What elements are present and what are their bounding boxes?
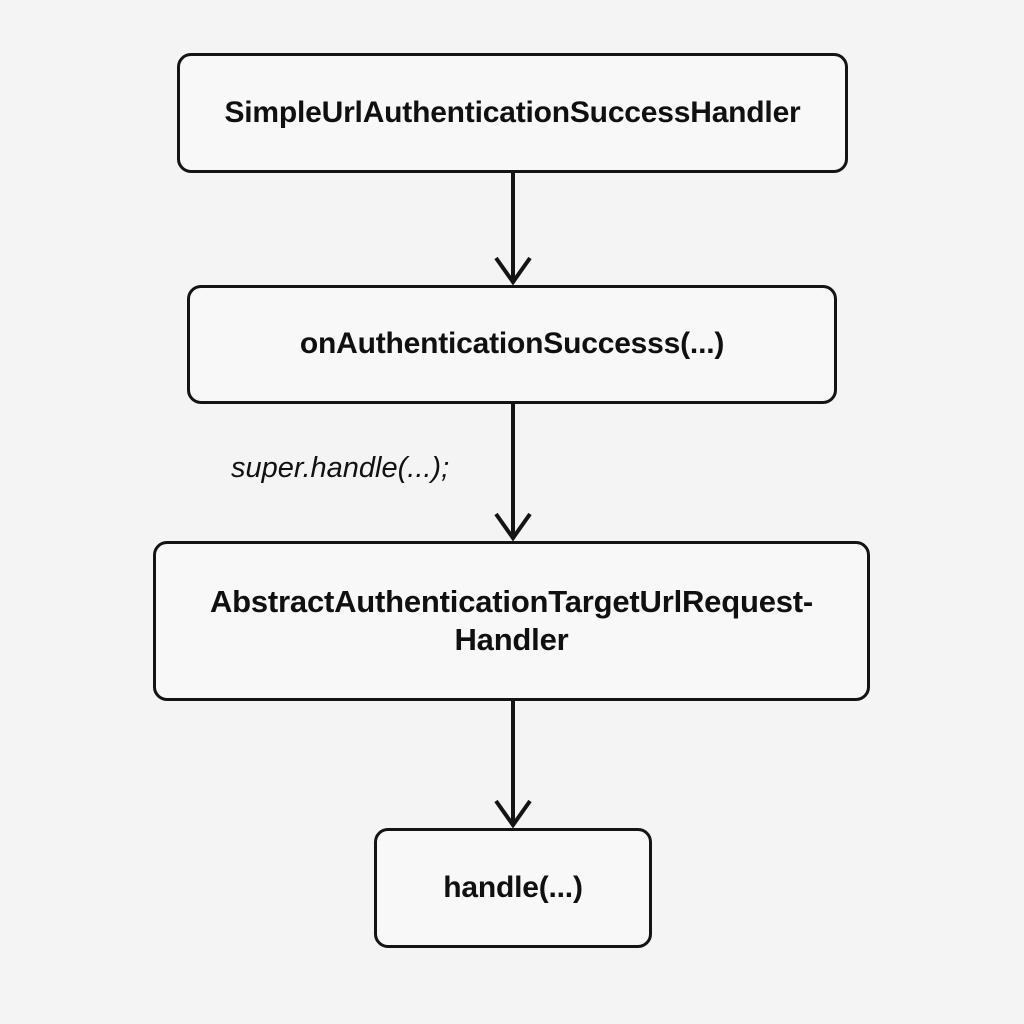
node-label: onAuthenticationSuccesss(...) [299, 327, 725, 361]
node-handle[interactable]: handle(...) [374, 828, 652, 948]
edge-simple-url-to-on-auth-success [494, 173, 532, 286]
node-label: handle(...) [443, 870, 583, 904]
node-label: SimpleUrlAuthenticationSuccessHandler [224, 95, 801, 129]
edge-abstract-handler-to-handle [494, 701, 532, 829]
edge-label-super-handle: super.handle(...); [231, 452, 450, 484]
edge-on-auth-success-to-abstract-handler [494, 404, 532, 542]
node-on-authentication-successs[interactable]: onAuthenticationSuccesss(...) [187, 285, 837, 404]
node-label: AbstractAuthenticationTargetUrlRequest- … [209, 584, 814, 657]
node-abstract-authentication-target-url-request-handler[interactable]: AbstractAuthenticationTargetUrlRequest- … [153, 541, 870, 701]
node-simple-url-authentication-success-handler[interactable]: SimpleUrlAuthenticationSuccessHandler [177, 53, 848, 173]
